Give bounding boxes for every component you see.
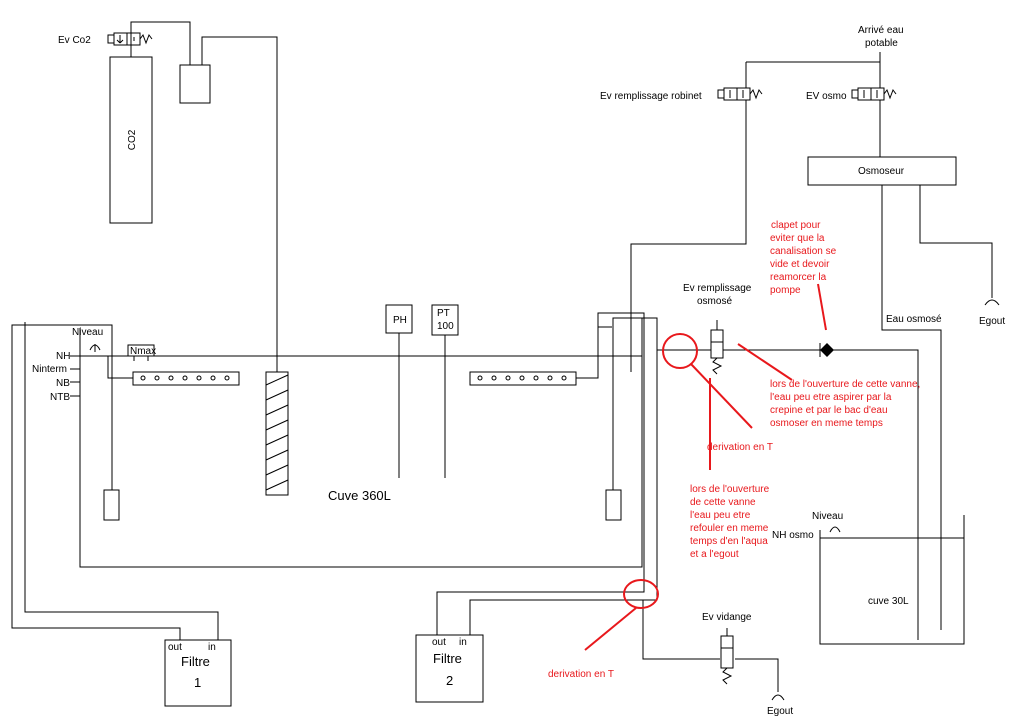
svg-text:out: out bbox=[432, 637, 446, 648]
svg-text:osmosé: osmosé bbox=[697, 296, 732, 307]
ev-robinet-label: Ev remplissage robinet bbox=[600, 91, 702, 102]
svg-text:l'eau peu etre: l'eau peu etre bbox=[690, 510, 751, 521]
filtre-2: out in Filtre 2 bbox=[415, 634, 484, 703]
level-sensors: NH Ninterm NB NTB bbox=[32, 351, 80, 403]
svg-text:Egout: Egout bbox=[767, 706, 793, 717]
svg-text:l'eau peu etre aspirer par la: l'eau peu etre aspirer par la bbox=[770, 392, 892, 403]
svg-text:Ninterm: Ninterm bbox=[32, 364, 67, 375]
svg-text:NH osmo: NH osmo bbox=[772, 530, 814, 541]
svg-text:Filtre: Filtre bbox=[433, 651, 462, 666]
spray-bar-left bbox=[107, 356, 240, 386]
svg-text:crepine et par le bac d'eau: crepine et par le bac d'eau bbox=[770, 405, 888, 416]
svg-text:Arrivé eau: Arrivé eau bbox=[858, 25, 904, 36]
nmax-sensor: Nmax bbox=[127, 344, 156, 361]
egout-drain-icon bbox=[771, 694, 785, 701]
svg-text:in: in bbox=[208, 642, 216, 653]
svg-text:2: 2 bbox=[446, 673, 453, 688]
svg-text:de cette vanne: de cette vanne bbox=[690, 497, 756, 508]
co2-bottle: CO2 bbox=[109, 56, 153, 224]
spray-bar-right bbox=[469, 326, 612, 386]
svg-text:in: in bbox=[459, 637, 467, 648]
svg-text:cuve 30L: cuve 30L bbox=[868, 596, 909, 607]
ph-probe: PH bbox=[385, 304, 413, 478]
svg-text:CO2: CO2 bbox=[127, 129, 138, 150]
osmo-tank: cuve 30L bbox=[819, 515, 965, 645]
strainer-right bbox=[605, 489, 622, 521]
svg-text:PH: PH bbox=[393, 315, 407, 326]
ev-osmo-label: EV osmo bbox=[806, 91, 847, 102]
main-tank bbox=[79, 318, 643, 568]
filtre-1: out in Filtre 1 bbox=[164, 639, 232, 707]
ev-osmo-valve bbox=[851, 87, 897, 101]
svg-text:et a l'egout: et a l'egout bbox=[690, 549, 739, 560]
svg-text:clapet pour: clapet pour bbox=[771, 220, 821, 231]
svg-text:Filtre: Filtre bbox=[181, 654, 210, 669]
svg-text:NTB: NTB bbox=[50, 392, 70, 403]
niveau-osmo-icon bbox=[829, 526, 841, 533]
niveau-osmo-label: Niveau bbox=[812, 511, 843, 522]
pt100-probe: PT 100 bbox=[431, 304, 459, 478]
svg-text:osmoser en meme temps: osmoser en meme temps bbox=[770, 418, 883, 429]
svg-text:derivation en T: derivation en T bbox=[707, 442, 773, 453]
main-tank-label: Cuve 360L bbox=[328, 488, 391, 503]
osmoseur: Osmoseur bbox=[807, 156, 957, 186]
svg-text:temps d'en l'aqua: temps d'en l'aqua bbox=[690, 536, 768, 547]
svg-text:refouler en meme: refouler en meme bbox=[690, 523, 769, 534]
co2-reactor bbox=[179, 64, 211, 104]
red-annotations bbox=[584, 283, 827, 651]
svg-text:Nmax: Nmax bbox=[130, 346, 156, 357]
svg-text:NB: NB bbox=[56, 378, 70, 389]
svg-text:derivation en T: derivation en T bbox=[548, 669, 614, 680]
diffuser bbox=[265, 371, 289, 496]
svg-text:pompe: pompe bbox=[770, 285, 801, 296]
ev-co2-valve bbox=[107, 32, 153, 46]
svg-text:Ev remplissage: Ev remplissage bbox=[683, 283, 752, 294]
eau-osmose-label: Eau osmosé bbox=[886, 314, 942, 325]
strainer-left bbox=[103, 489, 120, 521]
ev-vidange-valve bbox=[720, 628, 734, 685]
svg-text:1: 1 bbox=[194, 675, 201, 690]
svg-text:potable: potable bbox=[865, 38, 898, 49]
svg-text:out: out bbox=[168, 642, 182, 653]
svg-text:eviter que la: eviter que la bbox=[770, 233, 825, 244]
svg-text:Osmoseur: Osmoseur bbox=[858, 166, 905, 177]
clapet-check-valve bbox=[820, 343, 834, 357]
svg-text:Egout: Egout bbox=[979, 316, 1005, 327]
svg-text:PT: PT bbox=[437, 308, 450, 319]
svg-text:canalisation se: canalisation se bbox=[770, 246, 837, 257]
ev-vidange-label: Ev vidange bbox=[702, 612, 752, 623]
ev-co2-label: Ev Co2 bbox=[58, 35, 91, 46]
ev-remplissage-osmose-valve bbox=[710, 320, 724, 375]
svg-text:vide et devoir: vide et devoir bbox=[770, 259, 830, 270]
ev-remplissage-robinet-valve bbox=[717, 87, 763, 101]
niveau-label: Niveau bbox=[72, 327, 103, 338]
svg-text:reamorcer la: reamorcer la bbox=[770, 272, 827, 283]
svg-text:lors de l'ouverture: lors de l'ouverture bbox=[690, 484, 770, 495]
egout-osmo-icon bbox=[984, 299, 1000, 306]
svg-text:NH: NH bbox=[56, 351, 70, 362]
svg-text:lors de l'ouverture de cette v: lors de l'ouverture de cette vanne, bbox=[770, 379, 920, 390]
svg-text:100: 100 bbox=[437, 321, 454, 332]
